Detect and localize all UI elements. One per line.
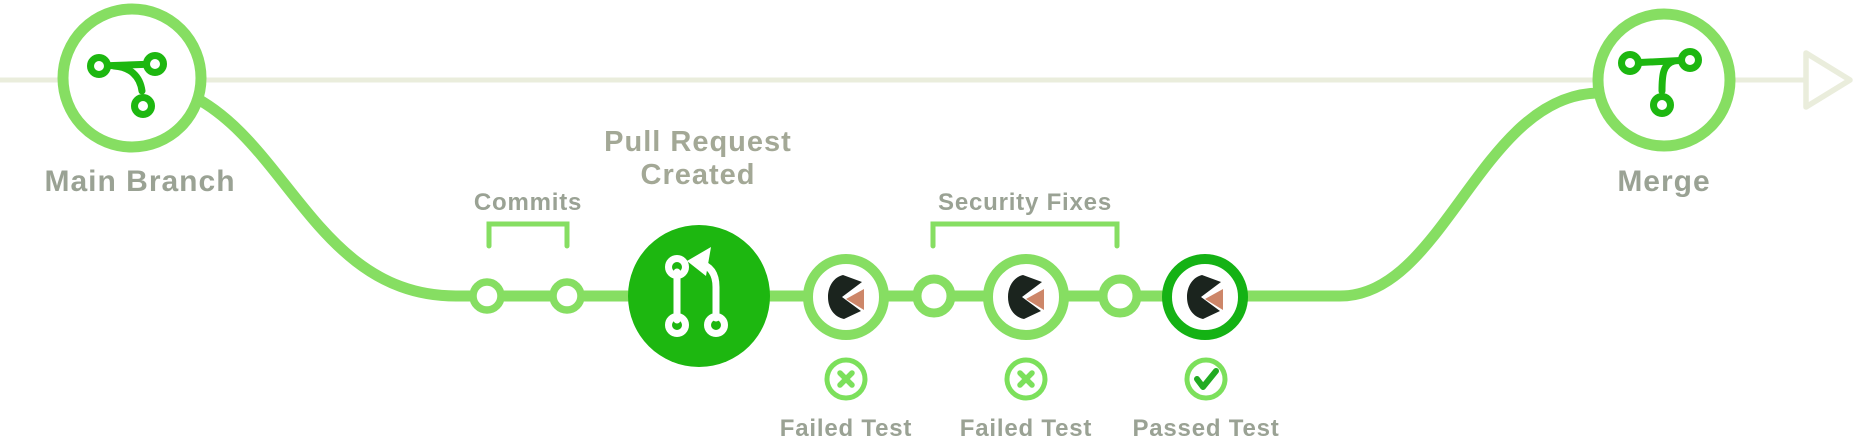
commits-bracket bbox=[486, 221, 570, 249]
merge-label: Merge bbox=[1617, 165, 1710, 198]
x-circle-icon bbox=[824, 357, 868, 401]
pull-request-label-line2: Created bbox=[641, 159, 756, 191]
main-branch-node bbox=[57, 3, 207, 153]
scan-node-3 bbox=[1162, 254, 1248, 340]
check-circle-icon bbox=[1184, 357, 1228, 401]
passed-test-label: Passed Test bbox=[1132, 415, 1279, 442]
main-branch-circle bbox=[57, 3, 207, 153]
scan-circle-3 bbox=[1162, 254, 1248, 340]
git-pull-request-icon bbox=[665, 247, 728, 337]
shield-k-logo-icon bbox=[828, 275, 864, 319]
shield-k-logo-icon bbox=[1008, 275, 1044, 319]
arrow-right-icon bbox=[1803, 50, 1853, 110]
feature-branch-path bbox=[184, 87, 1606, 302]
merge-node bbox=[1592, 8, 1736, 152]
commit-node-1 bbox=[469, 278, 505, 314]
scan-node-2 bbox=[983, 254, 1069, 340]
main-branch-label: Main Branch bbox=[44, 165, 235, 198]
scan-circle-1 bbox=[803, 254, 889, 340]
pull-request-label-line1: Pull Request bbox=[604, 126, 792, 158]
failed-test-label-2: Failed Test bbox=[960, 415, 1092, 442]
pull-request-node bbox=[628, 225, 770, 367]
interim-commit-node-2 bbox=[1098, 274, 1142, 318]
security-fixes-bracket bbox=[930, 221, 1120, 249]
scan-node-1 bbox=[803, 254, 889, 340]
shield-k-logo-icon bbox=[1187, 275, 1223, 319]
git-branch-icon bbox=[87, 52, 167, 118]
security-fixes-label: Security Fixes bbox=[938, 189, 1112, 216]
commit-node-2 bbox=[549, 278, 585, 314]
git-merge-icon bbox=[1618, 48, 1702, 117]
pull-request-circle bbox=[628, 225, 770, 367]
scan-circle-2 bbox=[983, 254, 1069, 340]
interim-commit-node-1 bbox=[912, 274, 956, 318]
x-circle-icon bbox=[1004, 357, 1048, 401]
commits-label: Commits bbox=[474, 189, 582, 216]
failed-test-label-1: Failed Test bbox=[780, 415, 912, 442]
